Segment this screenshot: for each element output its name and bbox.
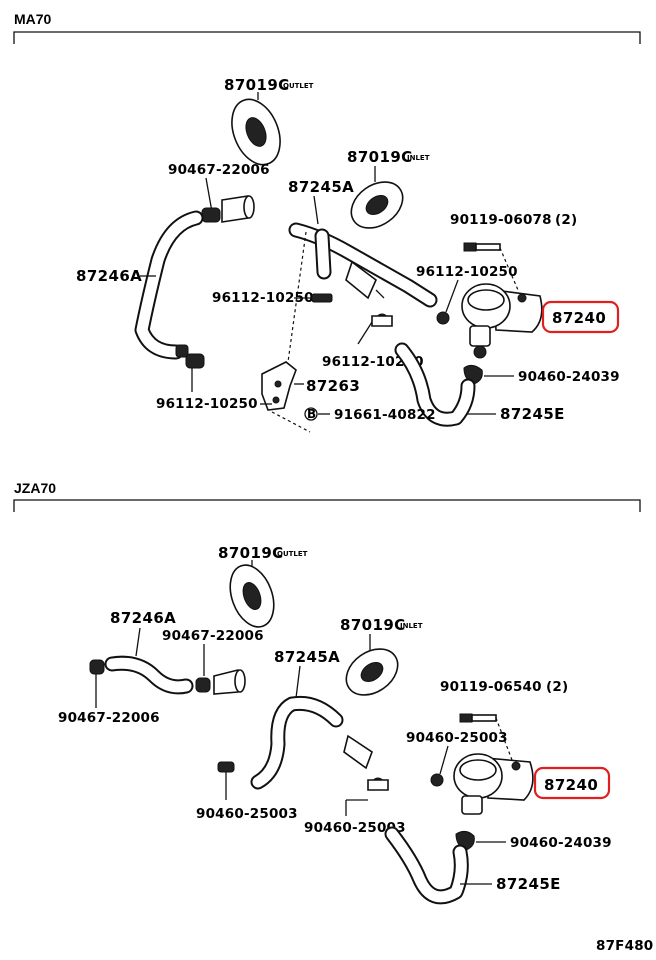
label-inlet-gasket: 87019C: [347, 148, 413, 166]
label-bolt-b: 91661-40822: [334, 407, 436, 423]
label-bolt-qty: (2): [546, 679, 568, 695]
union-part: [343, 734, 373, 770]
label-inlet-gasket: 87019C: [340, 616, 406, 634]
label-hose-a: 87245A: [274, 648, 340, 666]
clamp-d-part: [217, 761, 235, 773]
clip-mid-part: [311, 293, 333, 303]
inlet-gasket-part: [350, 166, 404, 229]
label-outlet-gasket: 87019C: [224, 76, 290, 94]
label-hose-e: 87245E: [496, 875, 561, 893]
bolt-part: [463, 242, 501, 252]
section-bracket-line: [13, 31, 641, 44]
bolt-part: [459, 713, 497, 723]
label-outlet-tag: OUTLET: [283, 82, 314, 90]
label-bracket: 87263: [306, 377, 360, 395]
label-inlet-tag: INLET: [400, 622, 423, 630]
union-part: [345, 260, 385, 300]
hose-e-part: [394, 342, 476, 427]
section-jza70: JZA70 87019C OUTLET 87246A 90467-22006 9…: [13, 480, 641, 905]
valve-highlight-box: [541, 300, 620, 334]
label-clamp-a: 90467-22006: [168, 162, 270, 178]
label-hose-left: 87246A: [110, 609, 176, 627]
figure-code: 87F480: [596, 938, 653, 954]
air-valve-part: [453, 753, 534, 815]
clamp-a-part: [201, 195, 255, 223]
label-clamp-d: 90460-25003: [196, 806, 298, 822]
hose-left-part: [89, 655, 211, 695]
label-bolt: 90119-06540: [440, 679, 542, 695]
label-clamp-b: 90460-24039: [518, 369, 620, 385]
label-hose-a: 87245A: [288, 178, 354, 196]
bolt-b-circle-icon: [304, 407, 318, 421]
label-inlet-tag: INLET: [407, 154, 430, 162]
air-valve-part: [461, 283, 543, 359]
label-valve: 87240: [544, 776, 598, 794]
section-ma70: MA70 87019C OUTLET 87019C INLET 90467-22…: [13, 11, 641, 433]
label-clamp-c: 90460-25003: [406, 730, 508, 746]
section-header: MA70: [14, 11, 52, 27]
outlet-gasket-part: [229, 560, 275, 628]
label-clip-mid: 96112-10250: [212, 290, 314, 306]
hose-a-part: [288, 222, 438, 308]
clip-lower-part: [371, 313, 393, 327]
pipe-part: [213, 669, 246, 695]
hose-left-part: [134, 210, 204, 360]
hose-e-part: [384, 826, 469, 905]
label-clamp-b: 90460-24039: [510, 835, 612, 851]
valve-highlight-box: [533, 766, 611, 800]
section-header: JZA70: [14, 480, 56, 496]
section-bracket-line: [13, 499, 641, 512]
label-clamp-a: 90467-22006: [162, 628, 264, 644]
label-bolt: 90119-06078: [450, 212, 552, 228]
label-clip-lower: 96112-10250: [322, 354, 424, 370]
label-clamp-left: 90467-22006: [58, 710, 160, 726]
label-clip-right: 96112-10250: [416, 264, 518, 280]
clamp-e-part: [367, 777, 389, 791]
label-valve: 87240: [552, 309, 606, 327]
label-hose-left: 87246A: [76, 267, 142, 285]
outlet-gasket-part: [231, 92, 281, 166]
label-clip-bottom: 96112-10250: [156, 396, 258, 412]
bracket-part: [261, 361, 297, 411]
label-hose-e: 87245E: [500, 405, 565, 423]
label-bolt-qty: (2): [555, 212, 577, 228]
clamp-c-part: [430, 773, 444, 787]
label-bolt-circle: B: [307, 407, 316, 421]
inlet-gasket-part: [345, 634, 399, 696]
clip-bottom-part: [185, 353, 205, 369]
label-outlet-gasket: 87019C: [218, 544, 284, 562]
hose-a-part: [250, 695, 344, 790]
clip-right-part: [436, 311, 450, 325]
label-clamp-e: 90460-25003: [304, 820, 406, 836]
label-outlet-tag: OUTLET: [277, 550, 308, 558]
